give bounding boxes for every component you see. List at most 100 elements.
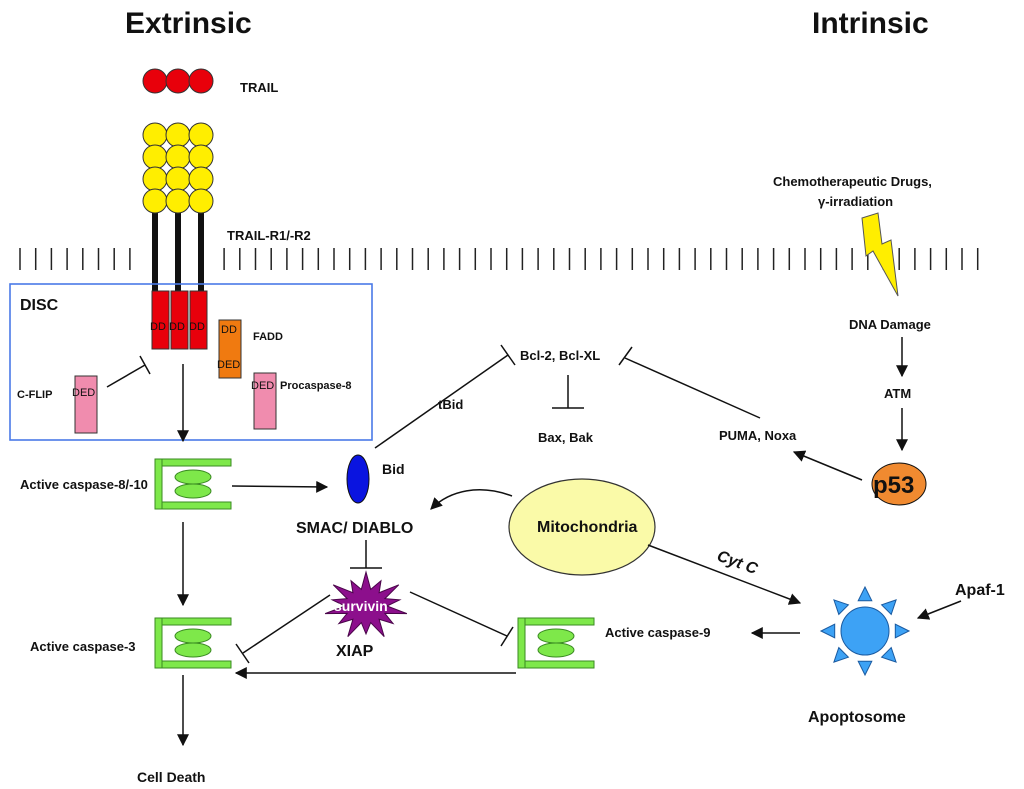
apoptosome-spike	[833, 646, 850, 663]
trail-receptor	[142, 122, 214, 292]
receptor-circle	[142, 122, 168, 148]
xiap-label: XIAP	[336, 643, 374, 660]
puma-inhibition-line	[624, 357, 761, 419]
mitochondria-shape	[508, 478, 656, 576]
active-casp8-label: Active caspase-8/-10	[20, 477, 148, 492]
caspase-bar	[154, 617, 232, 626]
atm-label: ATM	[884, 386, 911, 401]
survivin-shape	[324, 570, 408, 637]
mito-to-apoptosome-arrow	[647, 544, 802, 605]
caspase-bar	[154, 458, 232, 467]
death-domain	[170, 290, 189, 350]
apoptosome-shape	[819, 585, 911, 677]
receptor-stalk	[175, 200, 181, 292]
caspase-bar	[154, 501, 232, 510]
chemo-label-1: Chemotherapeutic Drugs,	[773, 174, 932, 189]
lightning-icon	[861, 212, 899, 297]
receptor-circle	[165, 122, 191, 148]
caspase-bar	[517, 660, 595, 669]
dd-label: DD	[189, 321, 205, 333]
puma-inhibition-bar	[618, 346, 633, 366]
active-casp3-label: Active caspase-3	[30, 639, 136, 654]
baxbak-label: Bax, Bak	[538, 430, 594, 445]
trail-label: TRAIL	[240, 80, 278, 95]
receptor-stalk	[198, 200, 204, 292]
p53-to-puma-arrow	[792, 450, 863, 481]
receptor-circle	[165, 188, 191, 214]
trail-circle	[165, 68, 191, 94]
puma-label: PUMA, Noxa	[719, 428, 797, 443]
cflip-inhibition-bar	[139, 355, 151, 375]
procaspase8-label: Procaspase-8	[280, 380, 352, 392]
receptor-stalk	[152, 200, 158, 292]
extrinsic-header: Extrinsic	[125, 7, 252, 40]
caspase-bar	[154, 660, 232, 669]
tbid-inhibition-bar	[500, 344, 516, 366]
receptor-circle	[188, 144, 214, 170]
trail-ligand	[142, 68, 214, 94]
apoptosome-spike	[880, 646, 897, 663]
mitochondria-label: Mitochondria	[537, 519, 638, 536]
bid-shape	[346, 454, 370, 504]
xiap-inhibit-casp9-line	[409, 591, 508, 637]
xiap-inhibit-casp9-bar	[500, 626, 514, 647]
cflip-inhibition-line	[106, 364, 146, 388]
active-caspase8-glyph	[154, 458, 232, 510]
tbid-inhibition-line	[374, 354, 509, 449]
receptor-circle	[165, 166, 191, 192]
trail-circle	[142, 68, 168, 94]
receptor-circle	[142, 188, 168, 214]
xiap-inhibit-casp3-line	[242, 594, 331, 654]
dd-label: DD	[169, 321, 185, 333]
apoptosome-spike	[857, 585, 873, 602]
apaf1-arrow	[916, 600, 962, 620]
survivin-label: survivin	[334, 598, 388, 614]
caspase-subunit	[174, 628, 212, 644]
trail-circle	[188, 68, 214, 94]
apaf1-label: Apaf-1	[955, 582, 1005, 599]
xiap-inhibit-casp3-bar	[235, 643, 250, 664]
caspase-bar	[517, 617, 595, 626]
caspase-subunit	[537, 642, 575, 658]
active-caspase9-glyph	[517, 617, 595, 669]
bcl2-label: Bcl-2, Bcl-XL	[520, 348, 600, 363]
p53-shape	[871, 462, 927, 506]
receptor-circle	[165, 144, 191, 170]
cflip-ded-label: DED	[72, 387, 95, 399]
casp8-to-bid-arrow	[231, 480, 329, 493]
p53-label: p53	[873, 472, 914, 499]
active-caspase3-glyph	[154, 617, 232, 669]
fadd-label: FADD	[253, 331, 283, 343]
apoptosome-spike	[894, 623, 911, 639]
receptor-circle	[142, 166, 168, 192]
apoptosome-spike	[819, 623, 836, 639]
caspase-bar	[154, 617, 163, 669]
receptor-circle	[142, 144, 168, 170]
caspase-bar	[154, 458, 163, 510]
procaspase8-box	[253, 372, 277, 430]
receptor-circle	[188, 188, 214, 214]
procaspase8-ded-label: DED	[251, 380, 274, 392]
cflip-label: C-FLIP	[17, 389, 52, 401]
active-casp9-label: Active caspase-9	[605, 625, 711, 640]
death-domain	[151, 290, 170, 350]
apoptosome-spike	[833, 599, 850, 616]
bid-label: Bid	[382, 461, 405, 477]
cell-membrane	[19, 248, 979, 270]
dd-label: DD	[150, 321, 166, 333]
caspase-subunit	[174, 469, 212, 485]
mito-to-smac-arrow	[430, 489, 513, 510]
receptor-circle	[188, 122, 214, 148]
cflip-box	[74, 375, 98, 434]
apoptosome-core	[840, 606, 890, 656]
dna-damage-label: DNA Damage	[849, 317, 931, 332]
tbid-label: tBid	[438, 397, 463, 412]
caspase-subunit	[537, 628, 575, 644]
trail-receptor-label: TRAIL-R1/-R2	[227, 228, 311, 243]
apoptosome-spike	[857, 660, 873, 677]
fadd-box	[218, 319, 242, 379]
intrinsic-header: Intrinsic	[812, 7, 929, 40]
fadd-dd-label: DD	[221, 324, 237, 336]
